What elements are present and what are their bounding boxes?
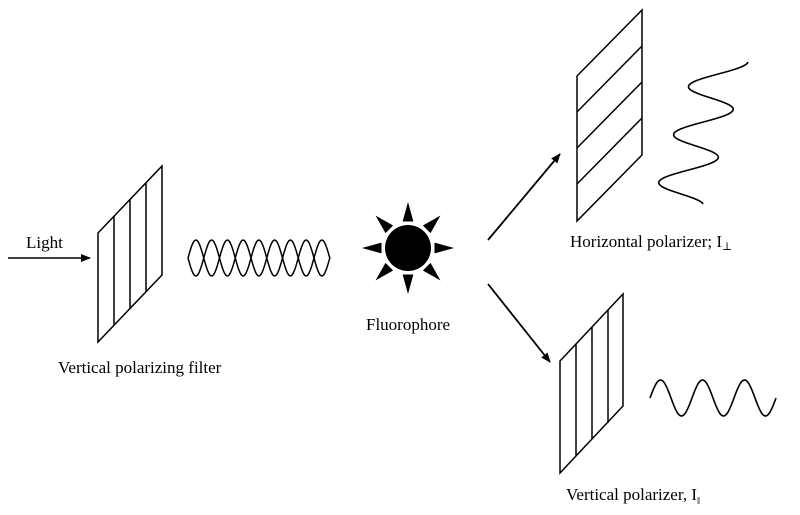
- fluorophore-ray: [422, 262, 441, 281]
- horizontal-polarizer: [576, 8, 643, 223]
- fluorophore-ray: [375, 262, 394, 281]
- fluorophore-ray: [402, 274, 414, 294]
- vertical-polarizer-label: Vertical polarizer, I‖: [566, 485, 700, 507]
- horizontal-emission-wave: [657, 61, 749, 205]
- horizontal-polarizer-label: Horizontal polarizer; I⊥: [570, 232, 732, 253]
- fluorophore-label: Fluorophore: [366, 315, 450, 334]
- vertical-polarizing-filter: [97, 164, 163, 344]
- vertical-filter-label: Vertical polarizing filter: [58, 358, 222, 377]
- fluorophore-ray: [375, 215, 394, 234]
- vertical-emission-wave: [649, 379, 777, 417]
- fluorophore-ray: [402, 202, 414, 222]
- fluorophore-ray: [362, 242, 382, 254]
- fluorophore-ray: [422, 215, 441, 234]
- fluorophore-sun-burst-icon: [362, 202, 454, 294]
- vertical-polarizer: [559, 292, 624, 475]
- unpolarized-wave: [187, 239, 331, 277]
- light-label: Light: [26, 233, 63, 252]
- fluorophore-ray: [434, 242, 454, 254]
- emission-arrow-down: [487, 283, 551, 363]
- emission-arrow-up: [487, 153, 561, 241]
